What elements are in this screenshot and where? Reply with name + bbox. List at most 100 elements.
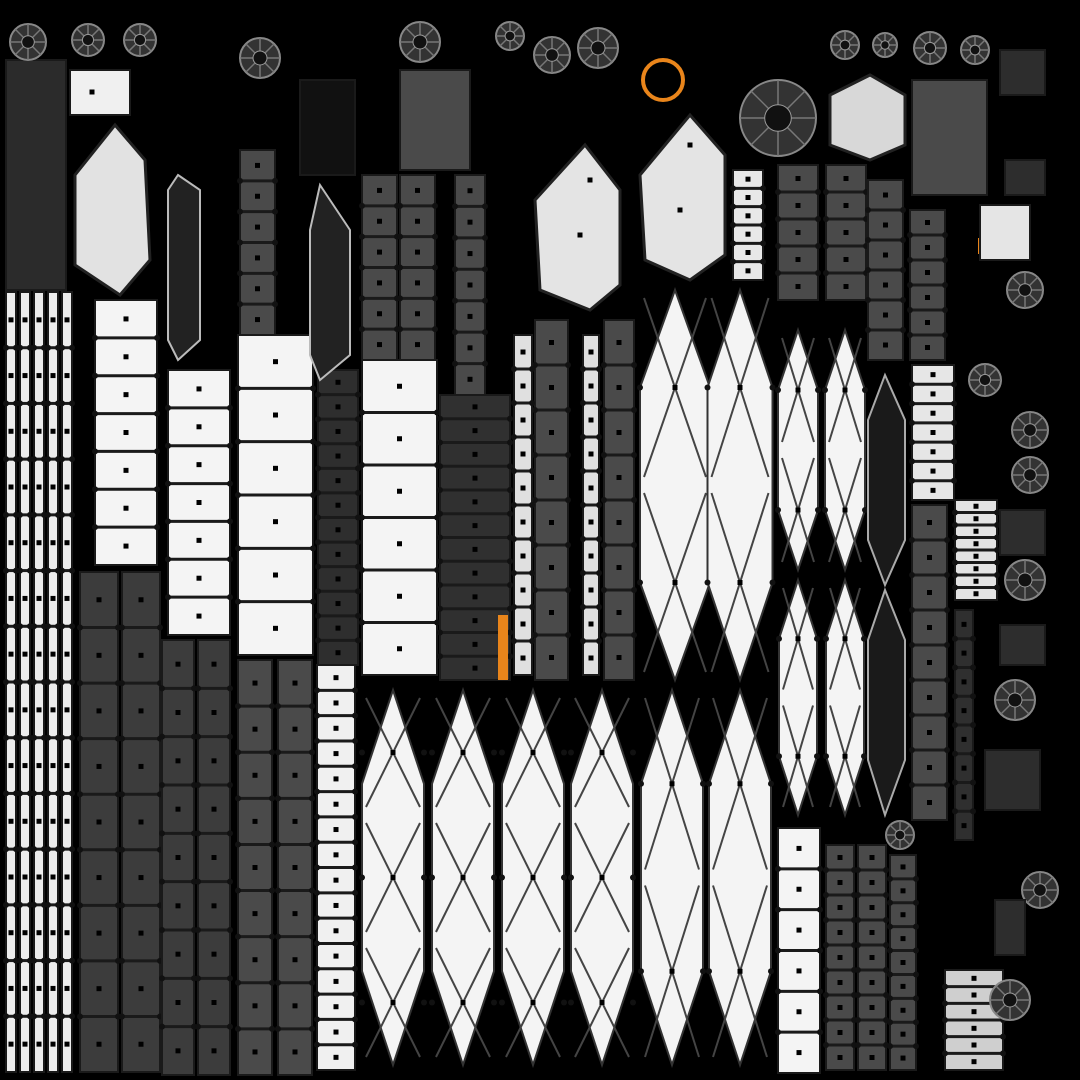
center-marker <box>22 930 28 936</box>
vertex-node <box>601 452 607 458</box>
center-marker <box>397 593 402 599</box>
center-marker <box>472 499 478 505</box>
vertex-node <box>314 788 320 795</box>
vertex-node <box>235 492 241 498</box>
vertex-node <box>775 1029 781 1036</box>
center-marker <box>672 385 678 390</box>
vertex-node <box>887 947 893 954</box>
center-marker <box>377 280 382 286</box>
center-marker <box>588 451 594 457</box>
vertex-node <box>942 1033 948 1040</box>
vertex-node <box>970 722 976 728</box>
center-marker <box>64 930 70 936</box>
vertex-node <box>119 1013 125 1020</box>
center-marker <box>64 1041 70 1047</box>
vertex-node <box>432 233 438 240</box>
vertex-node <box>775 216 781 222</box>
center-marker <box>335 404 341 410</box>
center-marker <box>335 478 341 484</box>
vertex-node <box>994 522 1000 528</box>
vertex-node <box>511 570 517 576</box>
vertex-node <box>3 846 9 853</box>
center-marker <box>927 800 932 805</box>
vertex-node <box>907 307 913 313</box>
vertex-node <box>580 536 586 542</box>
center-marker <box>869 955 875 960</box>
center-marker <box>616 565 622 570</box>
center-marker <box>335 551 341 557</box>
vertex-node <box>359 619 365 626</box>
center-marker <box>927 660 932 665</box>
vertex-node <box>532 542 538 548</box>
center-marker <box>211 951 217 957</box>
vertex-node <box>119 902 125 909</box>
vertex-node <box>69 567 75 574</box>
center-marker <box>520 383 526 389</box>
vertex-node <box>883 867 889 873</box>
center-marker <box>138 652 144 658</box>
vertex-node <box>775 988 781 995</box>
vertex-node <box>823 243 829 249</box>
center-marker <box>837 1030 843 1035</box>
vertex-node <box>631 542 637 548</box>
vertex-node <box>227 830 233 837</box>
vertex-node <box>887 1043 893 1050</box>
center-marker <box>549 655 554 660</box>
center-marker <box>927 555 932 560</box>
vertex-node <box>355 465 361 472</box>
vertex-node <box>952 547 958 553</box>
vertex-node <box>491 749 497 756</box>
vertex-node <box>421 749 427 756</box>
center-marker <box>795 753 801 759</box>
vertex-node <box>17 734 23 741</box>
center-marker <box>22 1041 28 1047</box>
center-marker <box>50 428 56 434</box>
center-marker <box>22 985 28 991</box>
center-marker <box>36 317 42 323</box>
vertex-node <box>942 1017 948 1023</box>
vertex-node <box>565 542 571 548</box>
small-block <box>979 204 1031 261</box>
center-marker <box>520 553 526 559</box>
center-marker <box>961 794 967 800</box>
center-marker <box>36 707 42 713</box>
vertex-node <box>17 400 23 407</box>
vertex-node <box>817 906 823 913</box>
center-marker <box>335 650 341 656</box>
center-marker <box>8 874 14 880</box>
vertex-node <box>227 975 233 982</box>
center-marker <box>883 282 888 288</box>
vertex-node <box>432 202 438 209</box>
vertex-node <box>511 468 517 474</box>
center-marker <box>971 992 977 998</box>
center-marker <box>50 818 56 824</box>
vertex-node <box>227 927 233 933</box>
vertex-node <box>568 874 574 881</box>
vertex-node <box>887 971 893 978</box>
center-marker <box>8 818 14 824</box>
vertex-node <box>77 957 83 964</box>
center-marker <box>211 806 217 812</box>
vertex-node <box>942 257 948 263</box>
vertex-node <box>165 594 171 601</box>
center-marker <box>669 781 675 787</box>
vertex-node <box>17 901 23 908</box>
vertex-node <box>59 456 65 463</box>
center-marker <box>196 575 202 581</box>
center-marker <box>925 345 930 350</box>
vertex-node <box>909 477 915 484</box>
vertex-node <box>823 189 829 195</box>
center-marker <box>883 312 888 318</box>
gear-hub <box>412 34 428 50</box>
center-marker <box>138 708 144 714</box>
vertex-node <box>887 923 893 930</box>
center-marker <box>273 412 278 418</box>
vertex-node <box>769 579 776 586</box>
center-marker <box>745 195 751 200</box>
center-marker <box>333 751 339 757</box>
center-marker <box>927 765 932 770</box>
lattice-panel <box>825 576 865 819</box>
vertex-node <box>437 534 443 541</box>
vertex-node <box>909 381 915 388</box>
vertex-node <box>269 1025 275 1032</box>
